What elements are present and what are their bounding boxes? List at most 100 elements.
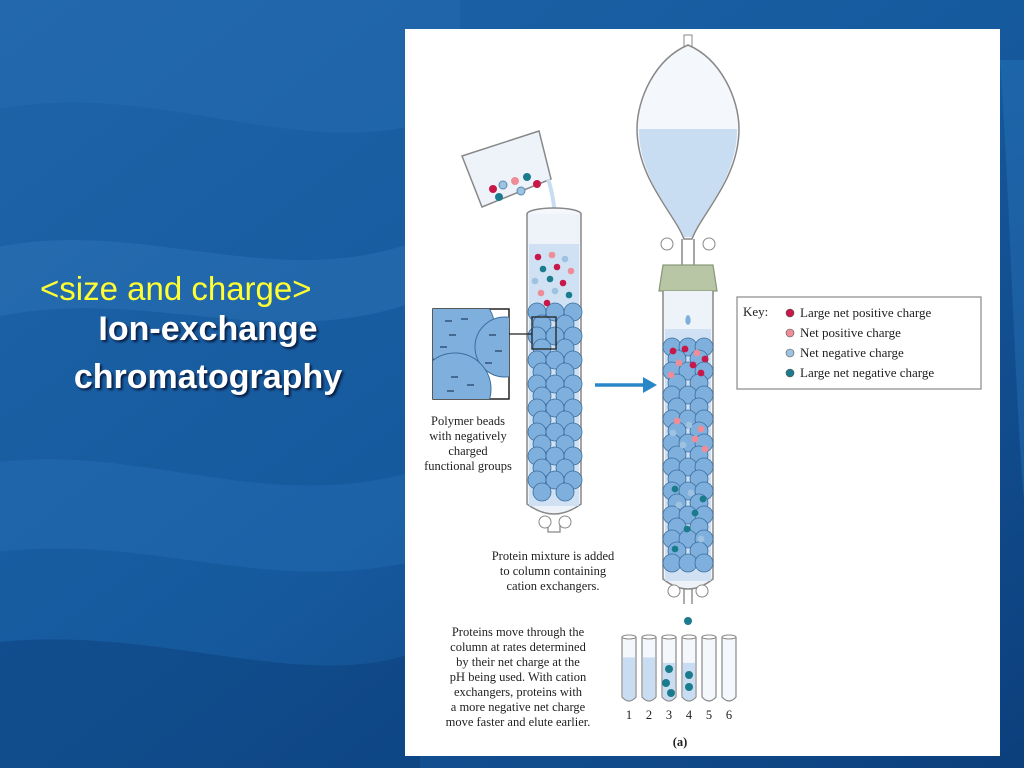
resin-bead <box>694 553 714 573</box>
column-right <box>662 291 714 625</box>
protein-dot <box>685 683 693 691</box>
slide-title-line2: chromatography <box>73 358 343 396</box>
legend-label: Large net positive charge <box>800 305 932 320</box>
protein-dot <box>691 435 699 443</box>
protein-dot <box>669 347 677 355</box>
protein-dot <box>669 429 677 437</box>
protein-dot <box>553 263 561 271</box>
protein-dot <box>681 345 689 353</box>
resin-bead <box>555 482 575 502</box>
protein-dot <box>697 535 705 543</box>
protein-dot <box>531 277 539 285</box>
protein-dot <box>548 251 556 259</box>
tube-number: 1 <box>626 708 632 722</box>
caption-line: with negatively <box>429 429 507 443</box>
resin-bead <box>532 482 552 502</box>
protein-dot <box>675 501 683 509</box>
slide-subtitle: <size and charge> <box>40 270 312 307</box>
protein-dot <box>561 255 569 263</box>
protein-dot <box>697 369 705 377</box>
tube-number: 6 <box>726 708 732 722</box>
protein-dot <box>665 665 673 673</box>
protein-dot <box>667 371 675 379</box>
caption-line: move faster and elute earlier. <box>446 715 591 729</box>
protein-dot <box>559 279 567 287</box>
caption-line: exchangers, proteins with <box>454 685 583 699</box>
protein-dot <box>662 679 670 687</box>
protein-dot <box>551 287 559 295</box>
caption-line: Proteins move through the <box>452 625 585 639</box>
protein-dot <box>701 445 709 453</box>
protein-dot <box>537 289 545 297</box>
legend-label: Net positive charge <box>800 325 901 340</box>
legend-label: Large net negative charge <box>800 365 934 380</box>
resin-bead <box>662 553 682 573</box>
caption-line: to column containing <box>500 564 607 578</box>
legend-swatch <box>785 328 795 338</box>
tube-rim <box>701 634 717 640</box>
tube-number: 2 <box>646 708 652 722</box>
collection-tube <box>701 637 717 702</box>
protein-dot <box>685 671 693 679</box>
caption-line: a more negative net charge <box>451 700 586 714</box>
tube-rim <box>621 634 637 640</box>
legend-label: Net negative charge <box>800 345 904 360</box>
separatory-funnel <box>636 34 740 292</box>
caption-line: charged <box>448 444 488 458</box>
protein-dot <box>687 489 695 497</box>
caption-line: cation exchangers. <box>506 579 599 593</box>
caption-line: Polymer beads <box>431 414 505 428</box>
protein-dot <box>567 267 575 275</box>
caption-line: by their net charge at the <box>456 655 580 669</box>
protein-dot <box>699 495 707 503</box>
collection-tube <box>721 637 737 702</box>
protein-dot <box>689 361 697 369</box>
protein-dot <box>691 509 699 517</box>
caption-line: pH being used. With cation <box>450 670 587 684</box>
tube-rim <box>721 634 737 640</box>
resin-bead <box>678 553 698 573</box>
caption-line: column at rates determined <box>450 640 586 654</box>
protein-dot <box>701 355 709 363</box>
protein-dot <box>671 485 679 493</box>
protein-dot <box>693 349 701 357</box>
protein-dot <box>546 275 554 283</box>
protein-dot <box>697 425 705 433</box>
protein-dot <box>683 525 691 533</box>
tube-rim <box>681 634 697 640</box>
tube-liquid <box>623 657 635 701</box>
bead-inset <box>432 308 510 400</box>
tube-number: 4 <box>686 708 693 722</box>
beaker <box>461 130 558 260</box>
slide-title-line1: Ion-exchange <box>98 310 318 348</box>
tube-rim <box>661 634 677 640</box>
tube-number: 5 <box>706 708 712 722</box>
legend-swatch <box>785 368 795 378</box>
protein-dot <box>673 417 681 425</box>
protein-dot <box>679 441 687 449</box>
tube-liquid <box>643 657 655 701</box>
protein-dot <box>667 689 675 697</box>
protein-dot <box>539 265 547 273</box>
legend-title: Key: <box>743 304 768 319</box>
caption-line: Protein mixture is added <box>492 549 615 563</box>
tube-liquid <box>683 662 695 701</box>
tube-number: 3 <box>666 708 672 722</box>
panel-label: (a) <box>673 735 688 749</box>
protein-dot <box>671 545 679 553</box>
protein-dot <box>543 299 551 307</box>
tube-rim <box>641 634 657 640</box>
protein-dot <box>534 253 542 261</box>
flow-arrow <box>595 377 657 393</box>
caption-line: functional groups <box>424 459 512 473</box>
protein-dot <box>565 291 573 299</box>
column-left <box>509 207 583 533</box>
protein-dot <box>675 359 683 367</box>
